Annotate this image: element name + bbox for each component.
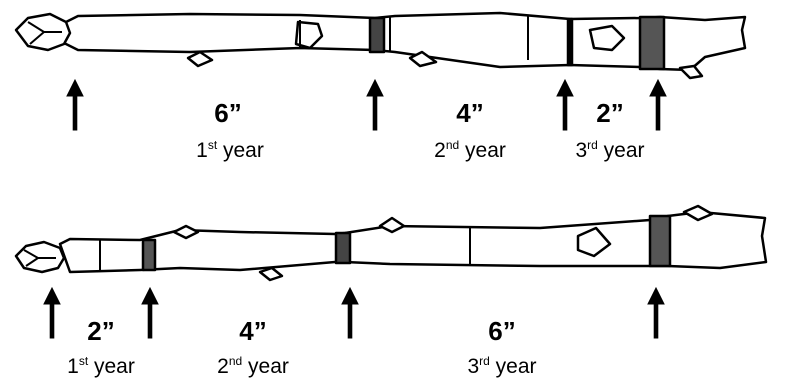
segment-length-label: 4” [456, 100, 483, 126]
segment-length-label: 6” [488, 318, 515, 344]
bud-icon [260, 268, 282, 280]
up-arrow-icon [142, 288, 158, 338]
segment-length-label: 4” [239, 318, 266, 344]
bud-scar-ring [143, 240, 155, 270]
bud-scar-ring [650, 216, 670, 266]
bud-scar-ring [370, 18, 384, 52]
bud-scar-ring [640, 17, 664, 69]
bud-scar-ring [336, 233, 350, 263]
segment-year-label: 2nd year [217, 356, 289, 378]
segment-year-label: 1st year [67, 356, 135, 378]
segment-year-label: 1st year [196, 140, 264, 162]
up-arrow-icon [650, 80, 666, 130]
bud-scar-ring [568, 19, 572, 65]
segment-length-label: 2” [596, 100, 623, 126]
segment-year-label: 3rd year [467, 356, 536, 378]
up-arrow-icon [342, 288, 358, 338]
segment-length-label: 6” [214, 100, 241, 126]
bud-icon [680, 66, 702, 78]
twig-bottom [16, 206, 766, 280]
up-arrow-icon [44, 288, 60, 338]
arrow-group [44, 80, 666, 338]
segment-year-label: 2nd year [434, 140, 506, 162]
bud-icon [188, 52, 212, 66]
twig-top [16, 13, 745, 78]
up-arrow-icon [557, 80, 573, 130]
segment-length-label: 2” [87, 318, 114, 344]
up-arrow-icon [367, 80, 383, 130]
up-arrow-icon [648, 288, 664, 338]
segment-year-label: 3rd year [575, 140, 644, 162]
up-arrow-icon [67, 80, 83, 130]
